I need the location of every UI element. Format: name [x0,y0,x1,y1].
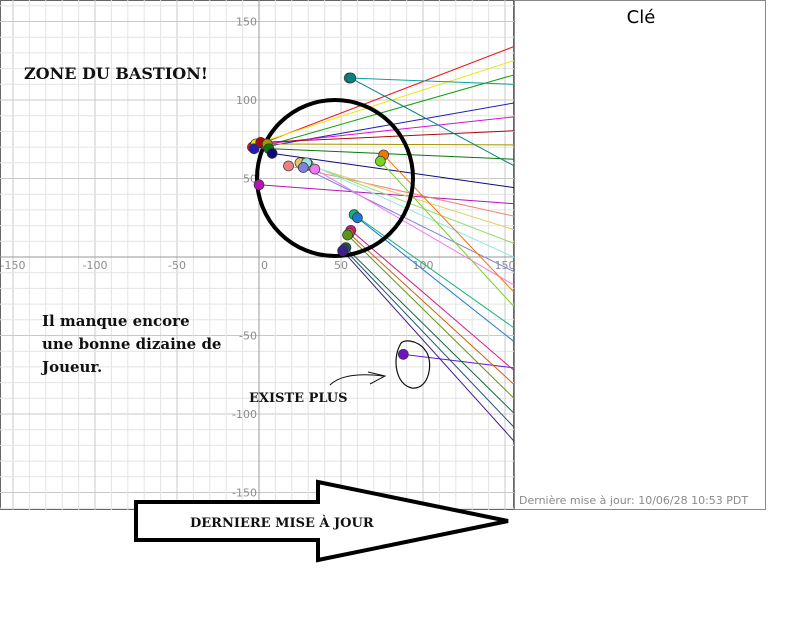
leader-line [343,248,532,446]
leader-line [306,162,532,266]
x-tick-label: -50 [168,259,186,272]
player-point [297,162,309,173]
y-tick-label: 150 [236,16,257,29]
axes: -150 -100 -50 0 50 100 150 150 100 50 -50 -100 -150 [0,0,516,510]
gone-player-circle [395,340,431,389]
zone-label: ZONE DU BASTION! [24,64,208,83]
legend: Clé Dernière mise à jour: 10/06/28 10:53… [514,0,766,510]
leader-line [303,167,532,281]
leader-line [383,154,532,311]
x-tick-label: 0 [261,259,268,272]
leader-line [347,234,532,416]
missing-note-line2: une bonne dizaine de [42,335,221,353]
player-point [352,212,363,224]
player-point [309,163,321,175]
pointer-line [329,374,384,386]
x-tick-label: -150 [1,259,26,272]
player-point [266,148,278,159]
player-point [337,245,348,257]
player-point [342,229,353,241]
leader-line [357,217,532,356]
missing-note-line1: Il manque encore [42,312,190,330]
x-tick-label: 100 [413,259,434,272]
last-update-note: Dernière mise à jour: 10/06/28 10:53 PDT [519,494,749,507]
x-tick-label: 150 [495,259,516,272]
bastion-zone-circle [134,98,509,563]
player-point [375,155,386,167]
player-point [253,179,265,191]
player-point [397,348,409,360]
player-points [247,72,409,360]
leader-line [349,77,532,86]
bastion-circle [255,98,415,258]
player-point [283,160,294,172]
missing-note-line3: Joueur. [40,358,102,376]
leader-line [260,129,532,143]
leader-line [379,160,532,326]
annotations: ZONE DU BASTION! Il manque encore une bonn… [24,64,374,531]
leader-line [342,250,532,461]
player-point [345,72,357,84]
leader-line [345,247,532,431]
leader-line [272,152,532,191]
pointer-head [367,371,387,385]
y-tick-label: 100 [236,94,257,107]
leader-line [308,163,532,251]
leader-line [353,214,532,341]
leader-line [267,69,532,147]
leader-line [314,168,532,296]
leader-line [403,353,532,371]
y-tick-label: -50 [239,330,257,343]
arrow-label: DERNIERE MISE À JOUR [190,515,374,531]
grid [0,0,514,510]
leader-line [252,39,532,148]
y-tick-label: -100 [232,408,257,421]
leader-line [350,77,532,176]
x-tick-label: 50 [334,259,348,272]
leader-line [267,143,532,146]
legend-title: Clé [626,7,656,28]
x-tick-label: -100 [83,259,108,272]
player-point [248,143,260,155]
y-tick-label: -150 [232,487,257,500]
big-arrow [134,479,509,563]
leader-line [268,148,532,161]
exists-plus-label: EXISTE PLUS [249,391,348,406]
y-tick-label: 50 [243,173,257,186]
plot-frame [0,0,514,510]
leader-line [350,229,532,386]
leader-line [255,54,532,145]
leader-line [258,184,532,206]
leader-line [348,233,532,401]
